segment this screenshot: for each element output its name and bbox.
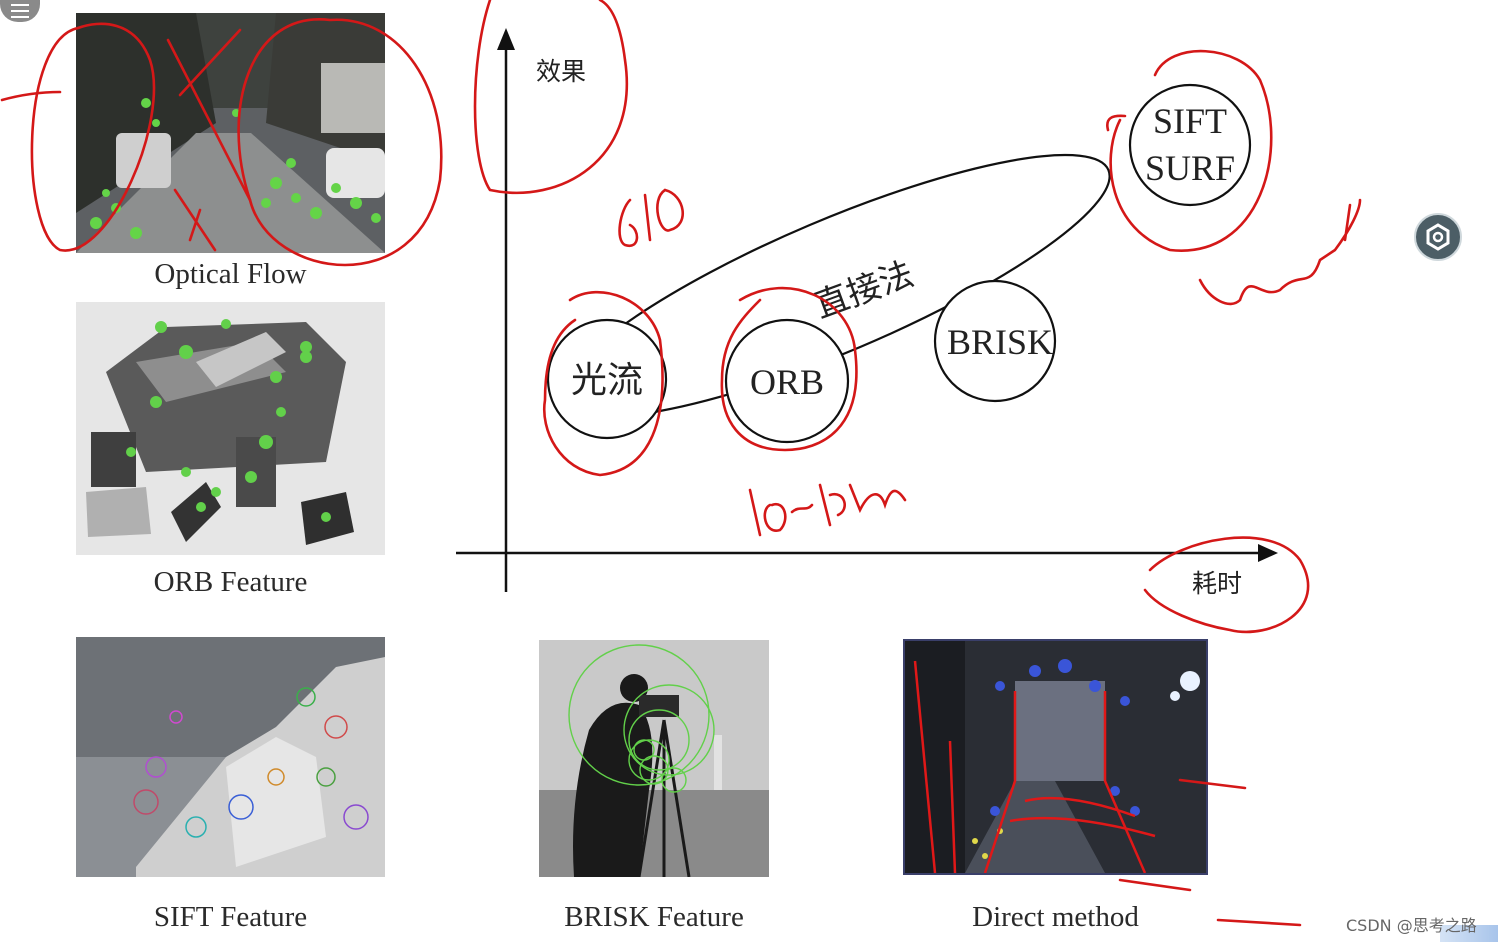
direct-method-caption: Direct method — [972, 901, 1139, 933]
hexagon-icon — [1426, 223, 1450, 251]
orb-feature-image — [76, 302, 385, 555]
brisk-feature-image — [539, 640, 769, 877]
sift-node-label: SIFT — [1153, 101, 1227, 141]
x-axis-arrow — [1258, 544, 1278, 562]
optical-flow-node-label: 光流 — [571, 360, 643, 401]
direct-method-image — [903, 639, 1208, 875]
brisk-node-label: BRISK — [947, 322, 1053, 362]
surf-node-label: SURF — [1145, 148, 1235, 188]
orb-node-label: ORB — [750, 362, 824, 402]
csdn-watermark: CSDN @思考之路 — [1346, 916, 1477, 935]
y-axis-arrow — [497, 28, 515, 50]
y-axis-label: 效果 — [536, 57, 586, 86]
sift-surf-node — [1128, 83, 1252, 207]
settings-button[interactable] — [1414, 213, 1462, 261]
brisk-node — [933, 279, 1057, 403]
optical-flow-caption: Optical Flow — [154, 258, 307, 290]
sift-feature-caption: SIFT Feature — [153, 901, 308, 933]
optical-flow-node — [546, 318, 668, 440]
x-axis-label: 耗时 — [1192, 569, 1242, 598]
orb-feature-caption: ORB Feature — [153, 566, 308, 598]
orb-node — [724, 318, 850, 444]
menu-button[interactable] — [0, 0, 40, 22]
watermark-decoration — [1440, 925, 1498, 942]
sift-feature-image — [76, 637, 385, 877]
optical-flow-image — [76, 13, 385, 253]
brisk-feature-caption: BRISK Feature — [564, 901, 744, 933]
direct-method-label: 直接法 — [809, 254, 919, 326]
red-annotations — [0, 0, 1362, 927]
